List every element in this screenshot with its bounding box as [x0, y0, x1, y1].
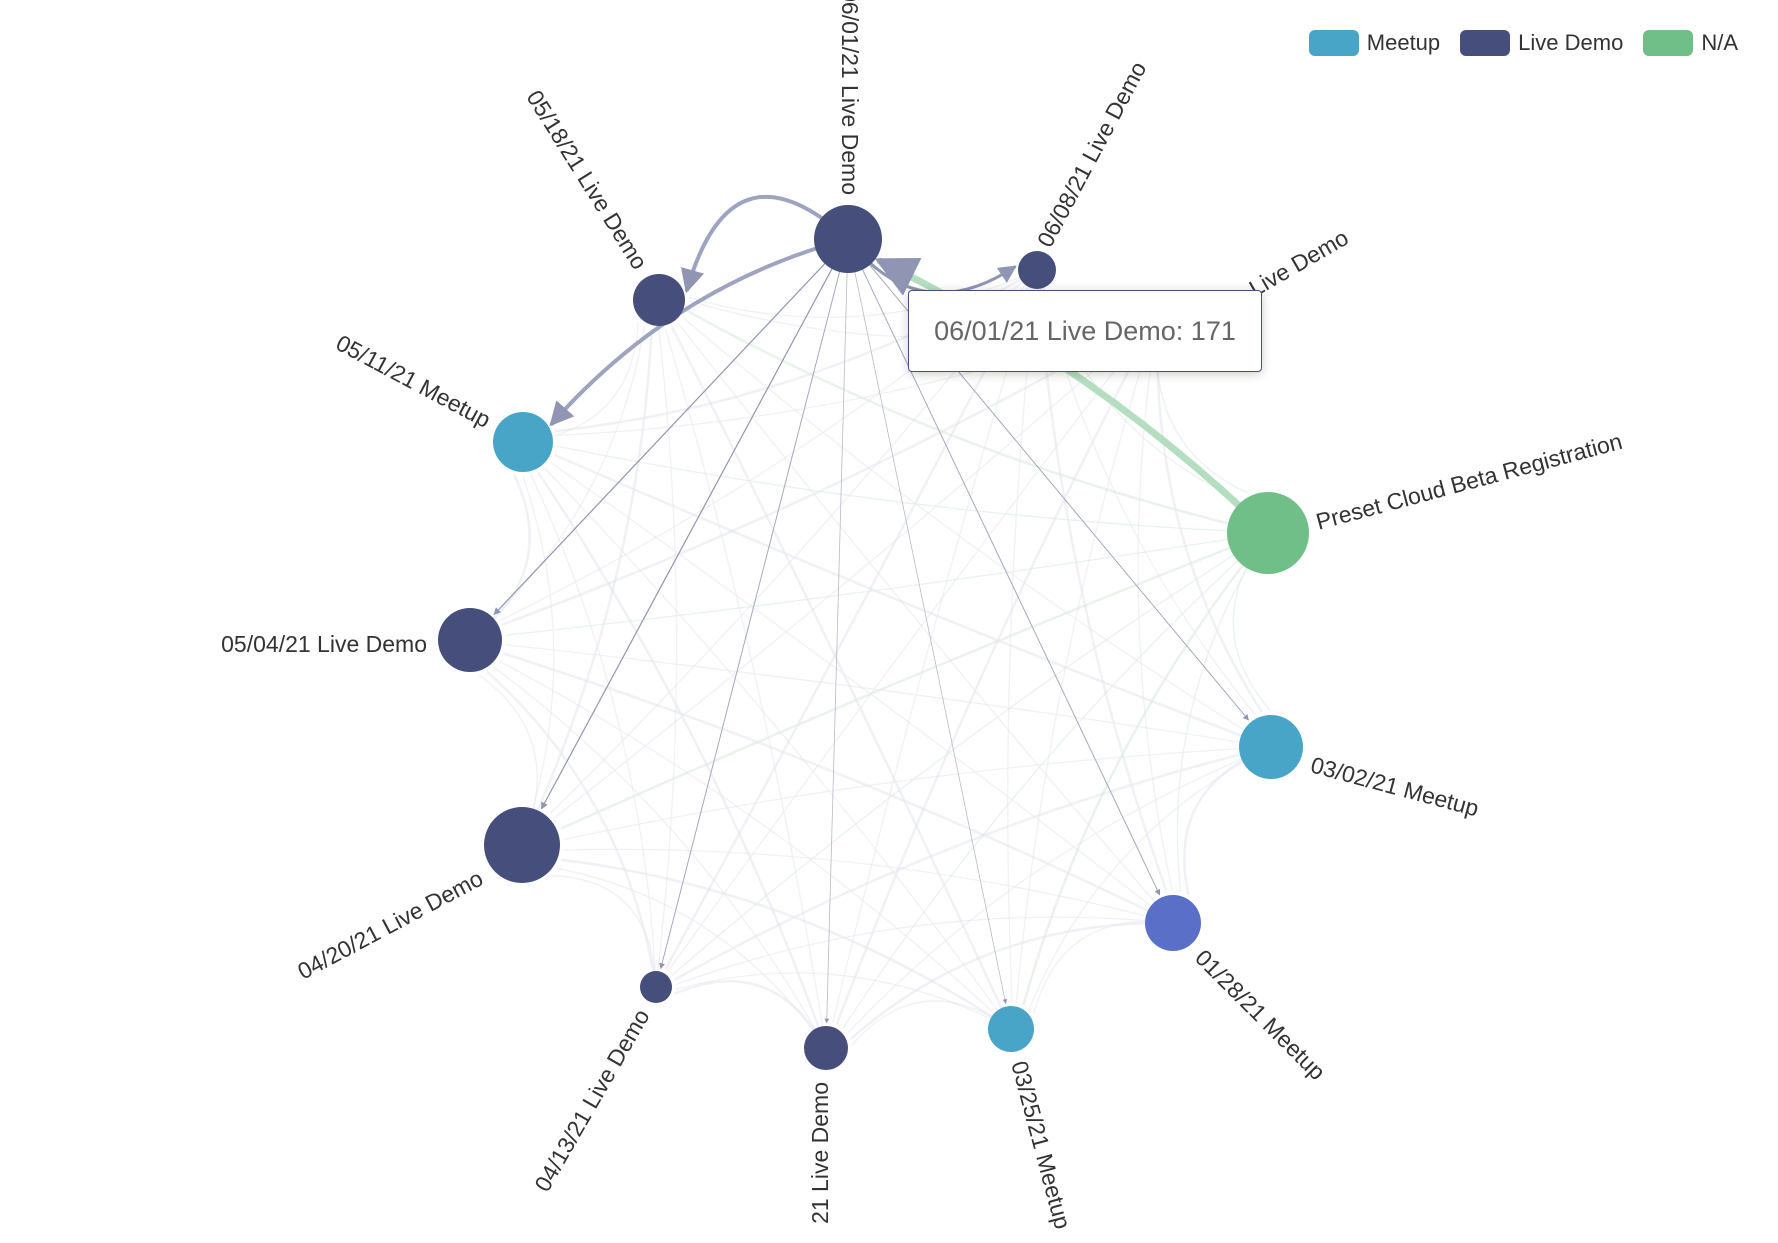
edge [498, 660, 1012, 1030]
node-n10[interactable] [438, 608, 502, 672]
node-label-n5: 01/28/21 Meetup [1190, 944, 1330, 1084]
node-label-n6: 03/25/21 Meetup [1006, 1058, 1076, 1231]
node-label-n1: 06/08/21 Live Demo [1032, 57, 1152, 251]
edge [469, 326, 646, 641]
edge [847, 746, 1272, 1034]
edge-n0-n5 [847, 238, 1161, 896]
node-label-n7: 21 Live Demo [807, 1082, 833, 1224]
edge [505, 644, 1272, 748]
legend-label-na: N/A [1701, 30, 1738, 55]
edge [503, 652, 1174, 925]
edge [664, 269, 1039, 970]
background-edges [469, 268, 1272, 1049]
edge-n0-n7 [824, 238, 849, 1024]
edge [493, 666, 827, 1049]
edge [674, 745, 1272, 981]
edge [505, 532, 1269, 636]
edge [556, 445, 1269, 534]
legend-swatch-na [1643, 30, 1694, 56]
edge [1156, 313, 1263, 713]
edge [667, 313, 1159, 972]
edge [674, 980, 828, 1049]
legend-item-na[interactable]: N/A [1643, 30, 1738, 56]
edge-n0-n4 [847, 238, 1249, 721]
edge [544, 467, 1012, 1030]
edge [675, 972, 1012, 1030]
node-label-n9: 04/20/21 Live Demo [293, 865, 487, 985]
node-label-n12: 05/18/21 Live Demo [522, 86, 653, 274]
node-label-n3: Preset Cloud Beta Registration [1313, 428, 1625, 535]
legend-label-live-demo: Live Demo [1518, 30, 1624, 55]
edge [530, 474, 657, 988]
node-n7[interactable] [804, 1026, 848, 1070]
node-n5[interactable] [1145, 895, 1201, 951]
edge [563, 848, 1174, 924]
node-label-n0: 06/01/21 Live Demo [837, 0, 863, 195]
edge-n0-n9 [540, 238, 849, 810]
edge [842, 532, 1269, 1029]
edge [520, 329, 653, 846]
edge [675, 916, 1174, 986]
edge [486, 670, 658, 988]
edge [553, 313, 1159, 819]
edge [550, 874, 657, 988]
edge [560, 531, 1269, 830]
edge [664, 329, 827, 1049]
node-n9[interactable] [484, 807, 560, 883]
edge-n0-n11 [549, 237, 849, 427]
edge-n0-n10 [493, 238, 849, 616]
node-label-n4: 03/02/21 Meetup [1308, 752, 1481, 822]
legend-swatch-live-demo [1460, 30, 1511, 56]
edge [556, 867, 827, 1049]
node-n4[interactable] [1239, 715, 1303, 779]
node-n3[interactable] [1227, 492, 1309, 574]
edge [832, 269, 1038, 1024]
edge [561, 858, 1012, 1031]
edge [1176, 532, 1269, 892]
edge [1028, 746, 1272, 1010]
node-n12[interactable] [633, 274, 685, 326]
edge [655, 329, 678, 988]
legend-item-meetup[interactable]: Meetup [1308, 30, 1441, 56]
edge [670, 326, 1013, 1030]
node-label-n8: 04/13/21 Live Demo [529, 1005, 654, 1196]
node-n8[interactable] [640, 971, 672, 1003]
node-n6[interactable] [988, 1006, 1034, 1052]
edge [671, 532, 1269, 976]
edge [682, 317, 1272, 748]
node-n11[interactable] [493, 412, 553, 472]
legend: Meetup Live Demo N/A [1308, 30, 1738, 56]
node-label-n2: Live Demo [1245, 224, 1353, 301]
edge [686, 309, 1269, 535]
edge-n0-n8 [659, 238, 849, 970]
edge [835, 313, 1160, 1025]
node-label-n10: 05/04/21 Live Demo [221, 631, 427, 657]
edge [549, 461, 1174, 924]
legend-label-meetup: Meetup [1366, 30, 1441, 55]
legend-swatch-meetup [1308, 30, 1359, 56]
legend-item-live-demo[interactable]: Live Demo [1460, 30, 1623, 56]
edge [553, 453, 1272, 749]
edge [677, 322, 1174, 924]
edge [1137, 313, 1173, 892]
edge-n0-n6 [847, 238, 1008, 1005]
node-n1[interactable] [1018, 251, 1056, 289]
edge-n0-n12 [680, 194, 850, 294]
edge [537, 471, 828, 1049]
node-label-n11: 05/11/21 Meetup [332, 330, 495, 433]
node-n0[interactable] [814, 205, 882, 273]
tooltip-text: 06/01/21 Live Demo: 171 [934, 315, 1236, 346]
nodes-layer [438, 205, 1309, 1070]
edge [849, 921, 1174, 1041]
node-tooltip: 06/01/21 Live Demo: 171 [908, 290, 1262, 372]
edge [521, 475, 555, 846]
